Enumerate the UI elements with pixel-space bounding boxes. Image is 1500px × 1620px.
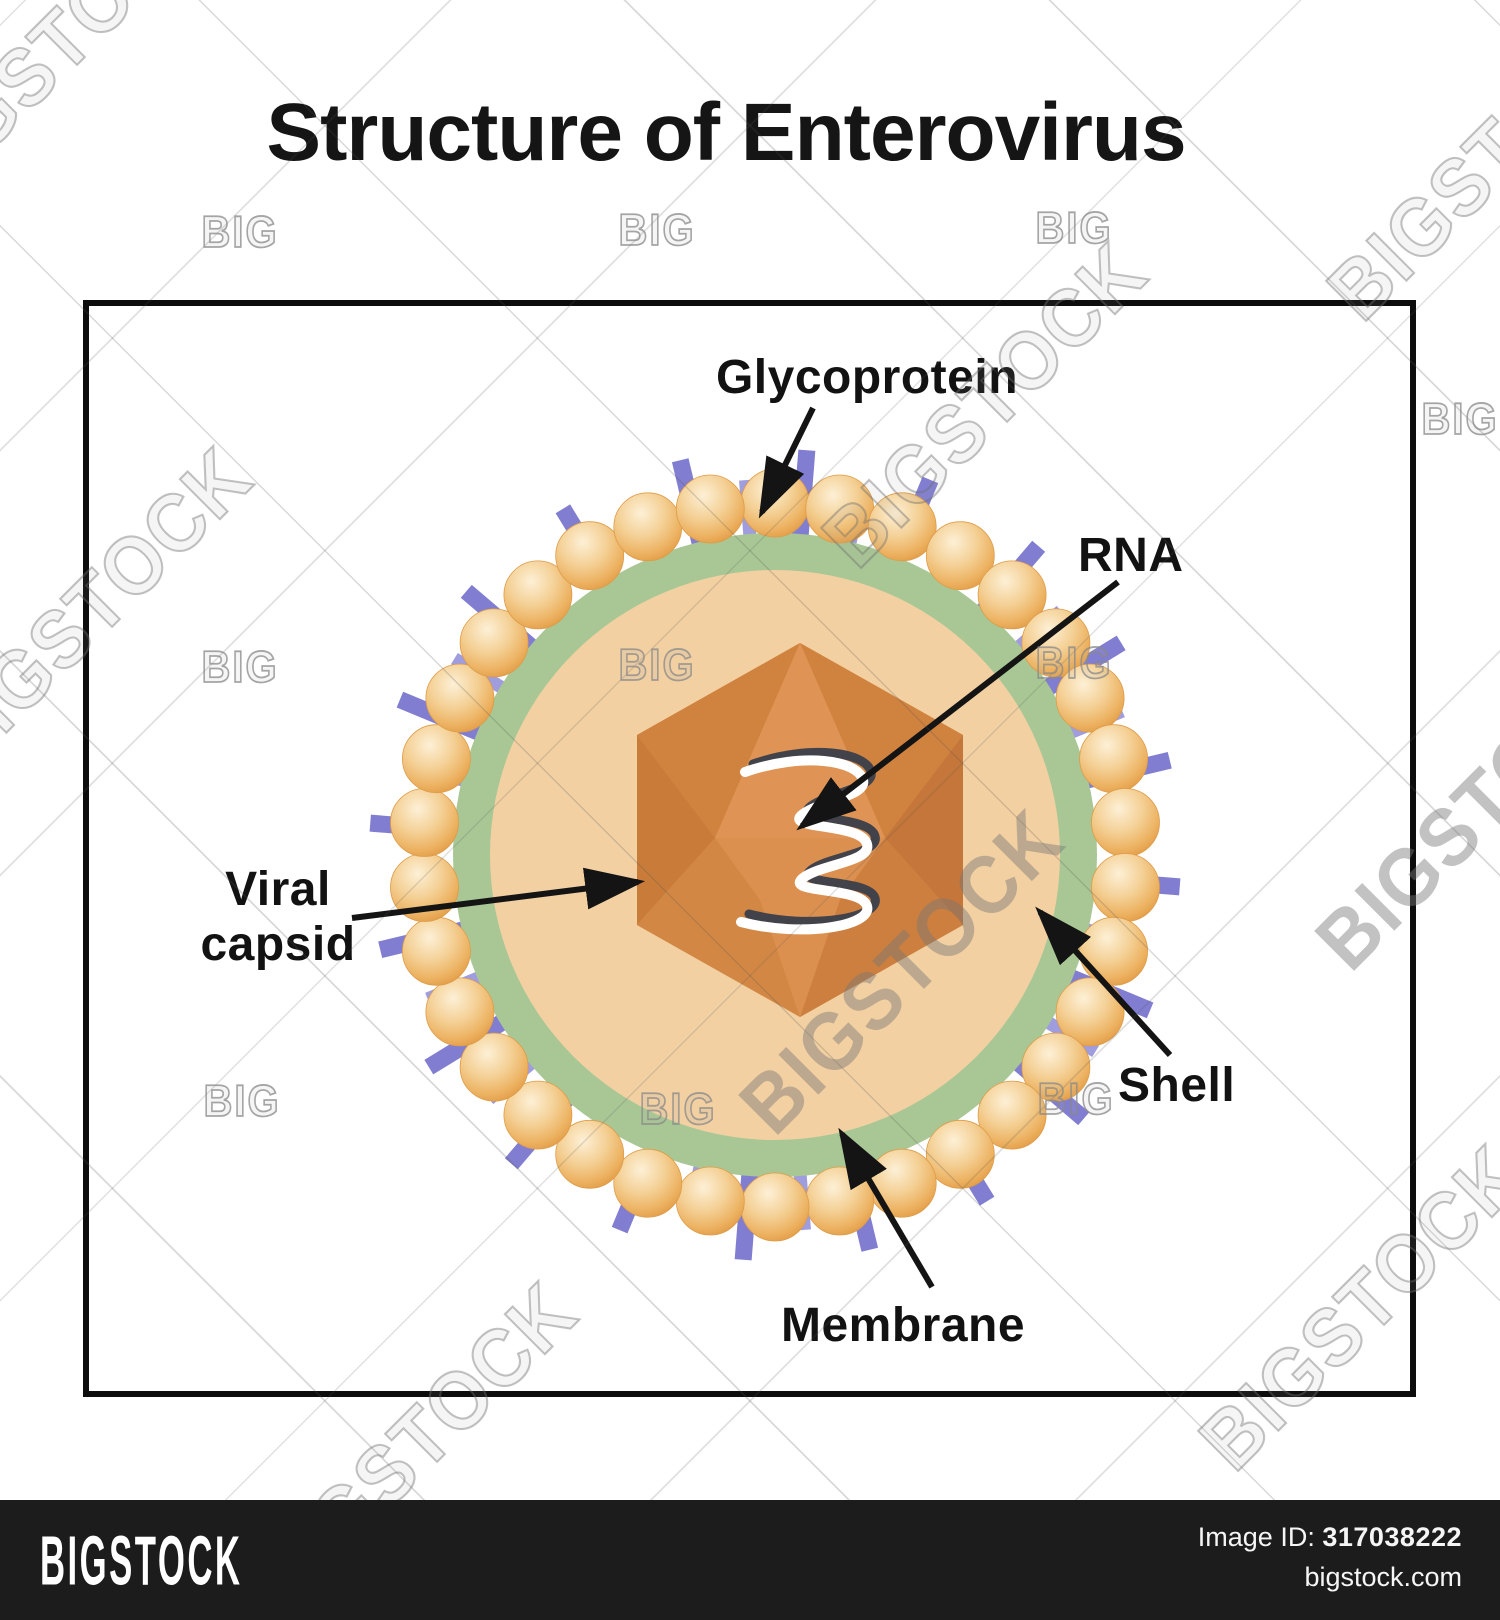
footer-bar: BIGSTOCK Image ID: 317038222 bigstock.co… (0, 1500, 1500, 1620)
footer-meta: Image ID: 317038222 bigstock.com (1198, 1522, 1462, 1593)
page-title: Structure of Enterovirus (266, 87, 1186, 178)
glycoprotein-arrow (758, 406, 816, 519)
label-glycoprotein: Glycoprotein (715, 351, 1019, 404)
website-text: bigstock.com (1304, 1562, 1462, 1592)
shell-arrow (1035, 906, 1173, 1058)
image-id-line: Image ID: 317038222 (1198, 1522, 1462, 1553)
label-membrane: Membrane (781, 1299, 1026, 1352)
viral-capsid-arrow (351, 867, 646, 921)
label-viral-capsid: Viral capsid (148, 862, 408, 972)
image-id-value: 317038222 (1322, 1522, 1462, 1552)
label-viral-capsid-line2: capsid (200, 918, 356, 972)
image-id-label: Image ID: (1197, 1522, 1315, 1552)
label-viral-capsid-line1: Viral (225, 863, 331, 916)
label-shell: Shell (1118, 1059, 1236, 1112)
rna-arrow (796, 579, 1120, 831)
pointer-arrows (351, 406, 1173, 1289)
membrane-spheres (390, 468, 1160, 1242)
diagram-border-box (83, 300, 1416, 1397)
label-rna: RNA (1078, 529, 1184, 582)
bigstock-logo: BIGSTOCK (40, 1520, 243, 1600)
membrane-arrow (838, 1127, 935, 1289)
